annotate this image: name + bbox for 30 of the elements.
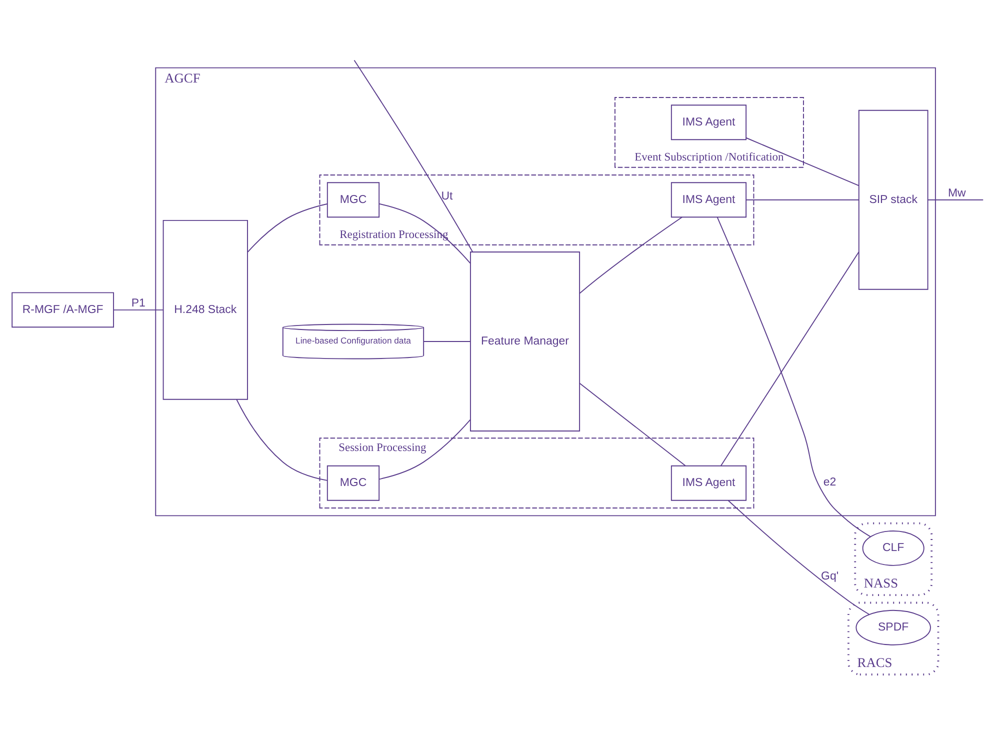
- connector: [746, 199, 860, 200]
- edge-label: Gq': [821, 570, 839, 582]
- node-box: H.248 Stack: [162, 220, 248, 400]
- connector: [113, 309, 164, 310]
- edge-label: P1: [131, 298, 146, 310]
- node-box: IMS Agent: [670, 182, 747, 218]
- node-ellipse: SPDF: [856, 610, 931, 646]
- connector: [579, 216, 683, 294]
- node-box: R-MGF /A-MGF: [12, 292, 114, 328]
- connector: [716, 216, 871, 538]
- connector: [247, 203, 328, 252]
- edge-label: Ut: [441, 190, 453, 202]
- node-box: MGC: [326, 465, 380, 501]
- node-box: MGC: [326, 182, 380, 218]
- edge-label: Mw: [948, 188, 966, 200]
- connector: [423, 341, 471, 342]
- node-box: SIP stack: [858, 110, 928, 290]
- connector: [579, 382, 686, 466]
- edge-label: e2: [823, 476, 836, 489]
- connector: [720, 251, 860, 466]
- node-box: Feature Manager: [470, 252, 580, 432]
- connector: [236, 399, 328, 481]
- connector: [927, 199, 984, 200]
- node-ellipse: CLF: [862, 530, 924, 566]
- connector: [354, 60, 474, 252]
- connector: [378, 419, 471, 480]
- node-box: IMS Agent: [670, 104, 747, 140]
- node-box: IMS Agent: [670, 465, 747, 501]
- connector: [746, 137, 860, 186]
- connector: [378, 203, 471, 264]
